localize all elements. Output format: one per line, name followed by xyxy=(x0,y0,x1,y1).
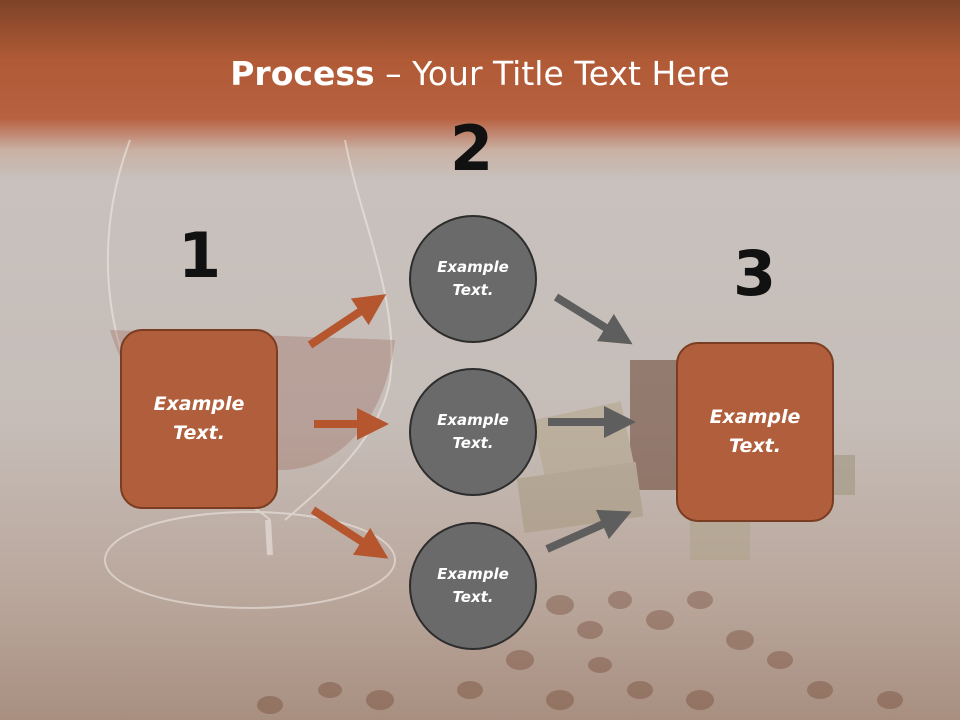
coffee-beans-image xyxy=(257,591,903,714)
step-3-box: Example Text. xyxy=(676,342,834,522)
circle-middle-text: Example Text. xyxy=(437,411,509,452)
circle-bottom-text: Example Text. xyxy=(437,565,509,606)
step-number-1: 1 xyxy=(178,219,222,292)
circle-top-text: Example Text. xyxy=(437,258,509,299)
title-rest: – Your Title Text Here xyxy=(374,54,730,93)
step-1-box: Example Text. xyxy=(120,329,278,509)
slide-title: Process – Your Title Text Here xyxy=(0,52,960,96)
step-3-text: Example Text. xyxy=(709,406,801,457)
step-1-text: Example Text. xyxy=(153,393,245,444)
step-number-2: 2 xyxy=(450,112,494,185)
title-bold: Process xyxy=(230,54,375,93)
step-number-3: 3 xyxy=(733,237,777,310)
circle-middle: Example Text. xyxy=(409,368,537,496)
circle-bottom: Example Text. xyxy=(409,522,537,650)
circle-top: Example Text. xyxy=(409,215,537,343)
